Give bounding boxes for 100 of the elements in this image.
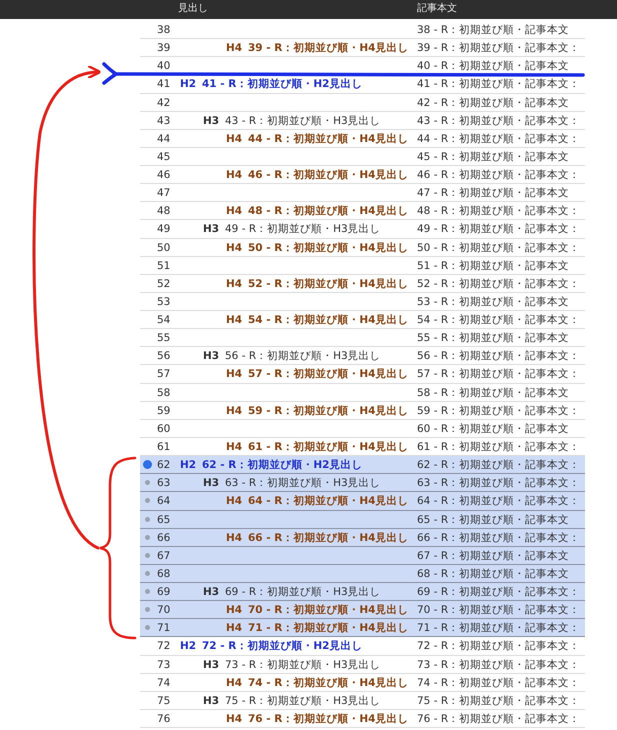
- heading-level-tag: H3: [203, 658, 220, 672]
- row-number: 70: [157, 603, 170, 618]
- body-text: 59 - R：初期並び順・記事本文：: [417, 404, 580, 418]
- heading-text: 41 - R：初期並び順・H2見出し: [202, 77, 362, 92]
- row-number: 59: [157, 404, 170, 418]
- row-number: 49: [157, 222, 170, 236]
- row-number: 52: [157, 276, 170, 291]
- heading-text: 75 - R：初期並び順・H3見出し: [225, 694, 381, 708]
- body-text: 60 - R：初期並び順・記事本文: [417, 422, 570, 436]
- body-text: 40 - R：初期並び順・記事本文: [417, 59, 570, 74]
- row-number: 51: [157, 258, 170, 273]
- row-number: 39: [157, 41, 170, 56]
- heading-level-tag: H4: [226, 41, 242, 56]
- heading-text: 54 - R：初期並び順・H4見出し: [248, 313, 408, 328]
- heading-text: 62 - R：初期並び順・H2見出し: [202, 458, 362, 472]
- heading-level-tag: H3: [203, 694, 220, 708]
- heading-text: 71 - R：初期並び順・H4見出し: [248, 621, 408, 636]
- row-number: 54: [157, 313, 170, 328]
- heading-level-tag: H4: [226, 404, 242, 418]
- body-text: 58 - R：初期並び順・記事本文: [417, 386, 570, 400]
- heading-level-tag: H4: [226, 712, 242, 726]
- body-text: 48 - R：初期並び順・記事本文：: [417, 204, 580, 218]
- row-number: 41: [157, 77, 170, 92]
- heading-text: 46 - R：初期並び順・H4見出し: [248, 168, 408, 182]
- body-text: 57 - R：初期並び順・記事本文：: [417, 367, 580, 382]
- heading-level-tag: H3: [203, 349, 220, 364]
- column-header: 見出し: [178, 2, 208, 16]
- row-number: 47: [157, 186, 170, 200]
- row-number: 56: [157, 349, 170, 364]
- heading-level-tag: H4: [226, 621, 242, 636]
- body-text: 73 - R：初期並び順・記事本文：: [417, 658, 580, 672]
- heading-level-tag: H4: [226, 204, 242, 218]
- heading-text: 76 - R：初期並び順・H4見出し: [248, 712, 408, 726]
- body-text: 51 - R：初期並び順・記事本文: [417, 258, 570, 273]
- heading-level-tag: H4: [226, 603, 242, 618]
- body-text: 46 - R：初期並び順・記事本文：: [417, 168, 580, 182]
- body-text: 76 - R：初期並び順・記事本文：: [417, 712, 580, 726]
- row-number: 64: [157, 494, 170, 508]
- heading-text: 59 - R：初期並び順・H4見出し: [248, 404, 408, 418]
- body-text: 45 - R：初期並び順・記事本文: [417, 150, 570, 164]
- row-number: 38: [157, 23, 170, 37]
- row-number: 71: [157, 621, 170, 636]
- body-text: 52 - R：初期並び順・記事本文：: [417, 276, 580, 291]
- body-text: 68 - R：初期並び順・記事本文: [417, 566, 570, 581]
- curved-arrow: [32, 65, 102, 550]
- row-number: 48: [157, 204, 170, 218]
- heading-text: 52 - R：初期並び順・H4見出し: [248, 276, 408, 291]
- heading-text: 73 - R：初期並び順・H3見出し: [225, 658, 381, 672]
- heading-text: 64 - R：初期並び順・H4見出し: [248, 494, 408, 508]
- heading-text: 48 - R：初期並び順・H4見出し: [248, 204, 408, 218]
- heading-level-tag: H2: [180, 458, 196, 472]
- body-text: 55 - R：初期並び順・記事本文: [417, 331, 570, 346]
- heading-level-tag: H3: [203, 222, 220, 236]
- heading-text: 43 - R：初期並び順・H3見出し: [225, 114, 381, 128]
- heading-text: 44 - R：初期並び順・H4見出し: [248, 132, 408, 146]
- heading-text: 39 - R：初期並び順・H4見出し: [248, 41, 408, 56]
- heading-level-tag: H3: [203, 114, 220, 128]
- heading-level-tag: H4: [226, 240, 242, 255]
- body-text: 65 - R：初期並び順・記事本文: [417, 512, 570, 526]
- row-number: 57: [157, 367, 170, 382]
- heading-level-tag: H4: [226, 440, 242, 454]
- body-text: 39 - R：初期並び順・記事本文：: [417, 41, 580, 56]
- body-text: 70 - R：初期並び順・記事本文：: [417, 603, 580, 618]
- body-text: 56 - R：初期並び順・記事本文：: [417, 349, 580, 364]
- row-number: 67: [157, 548, 170, 563]
- row-number: 75: [157, 694, 170, 708]
- bracket: [98, 456, 138, 640]
- body-text: 69 - R：初期並び順・記事本文：: [417, 585, 580, 600]
- heading-level-tag: H4: [226, 676, 242, 690]
- row-number: 69: [157, 585, 170, 600]
- heading-level-tag: H4: [226, 132, 242, 146]
- row-number: 43: [157, 114, 170, 128]
- body-text: 61 - R：初期並び順・記事本文：: [417, 440, 580, 454]
- body-text: 42 - R：初期並び順・記事本文: [417, 96, 570, 110]
- body-text: 54 - R：初期並び順・記事本文：: [417, 313, 580, 328]
- row-number: 40: [157, 59, 170, 74]
- row-number: 46: [157, 168, 170, 182]
- heading-text: 56 - R：初期並び順・H3見出し: [225, 349, 381, 364]
- row-number: 61: [157, 440, 170, 454]
- row-number: 42: [157, 96, 170, 110]
- row-number: 73: [157, 658, 170, 672]
- row-number: 76: [157, 712, 170, 726]
- body-text: 62 - R：初期並び順・記事本文：: [417, 458, 580, 472]
- heading-level-tag: H4: [226, 494, 242, 508]
- heading-level-tag: H3: [203, 476, 220, 490]
- heading-text: 57 - R：初期並び順・H4見出し: [248, 367, 408, 382]
- body-text: 38 - R：初期並び順・記事本文: [417, 23, 570, 37]
- heading-level-tag: H2: [180, 639, 196, 654]
- heading-level-tag: H4: [226, 276, 242, 291]
- body-text: 63 - R：初期並び順・記事本文：: [417, 476, 580, 490]
- body-text: 50 - R：初期並び順・記事本文：: [417, 240, 580, 255]
- heading-level-tag: H4: [226, 530, 242, 545]
- row-number: 62: [157, 458, 170, 472]
- heading-text: 50 - R：初期並び順・H4見出し: [248, 240, 408, 255]
- row-number: 63: [157, 476, 170, 490]
- row-number: 72: [157, 639, 170, 654]
- row-number: 53: [157, 294, 170, 309]
- heading-level-tag: H4: [226, 367, 242, 382]
- heading-level-tag: H4: [226, 168, 242, 182]
- heading-text: 74 - R：初期並び順・H4見出し: [248, 676, 408, 690]
